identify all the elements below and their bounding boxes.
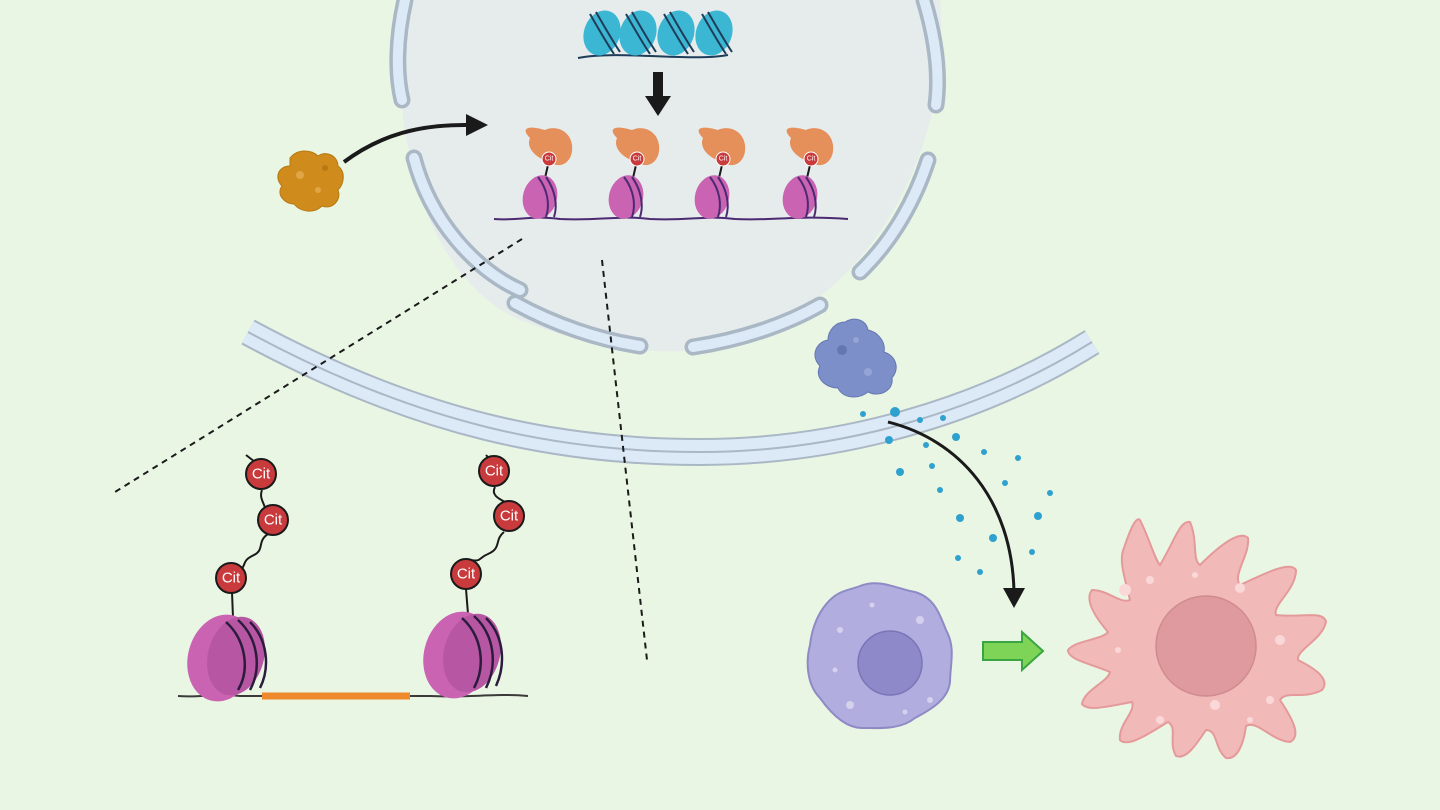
citrulline-marker bbox=[245, 458, 277, 490]
condensed-nucleosome bbox=[583, 10, 621, 56]
pad4-enzyme bbox=[698, 127, 746, 166]
activated-cell bbox=[1066, 518, 1328, 760]
citrulline-label: Cit bbox=[457, 566, 476, 583]
nucleus-interior bbox=[398, 0, 942, 352]
condensed-nucleosome bbox=[695, 10, 733, 56]
citrulline-marker-small bbox=[715, 151, 731, 167]
protein-blob-icon bbox=[277, 150, 344, 212]
pad4-enzyme bbox=[525, 127, 573, 166]
resting-cell bbox=[806, 582, 953, 730]
enzyme-nucleosome-unit: Cit bbox=[608, 127, 660, 219]
signal-arrow bbox=[887, 420, 1016, 593]
released-particles bbox=[860, 407, 1053, 575]
citrulline-label: Cit bbox=[264, 512, 283, 529]
pad4-enzyme bbox=[786, 127, 834, 166]
citrulline-label-small: Cit bbox=[807, 156, 816, 163]
zoomed-nucleosome-left: Cit Cit Cit bbox=[187, 454, 289, 702]
citrulline-label: Cit bbox=[222, 570, 241, 587]
citrulline-label-small: Cit bbox=[545, 156, 554, 163]
entering-protein bbox=[277, 150, 344, 212]
zoomed-nucleosome-right: Cit Cit Cit bbox=[423, 454, 525, 699]
condensed-nucleosome bbox=[619, 10, 657, 56]
citrulline-label-small: Cit bbox=[719, 156, 728, 163]
citrulline-label-small: Cit bbox=[633, 156, 642, 163]
import-arrow-head bbox=[466, 114, 488, 136]
green-arrow-icon bbox=[982, 629, 1045, 673]
condensed-chromatin bbox=[577, 10, 733, 59]
enzyme-nucleosome-unit: Cit bbox=[694, 127, 746, 219]
enzyme-nucleosome-unit: Cit bbox=[782, 127, 834, 219]
citrulline-label: Cit bbox=[485, 463, 504, 480]
citrulline-marker bbox=[215, 562, 247, 594]
pad4-enzyme bbox=[612, 127, 660, 166]
citrulline-marker bbox=[478, 455, 510, 487]
nuclear-envelope bbox=[389, 0, 946, 356]
citrulline-marker bbox=[450, 558, 482, 590]
zoom-line-left bbox=[114, 238, 523, 493]
citrulline-marker-small bbox=[629, 151, 645, 167]
decondensation-arrow bbox=[645, 72, 671, 116]
citrulline-marker bbox=[493, 500, 525, 532]
zoom-line-right bbox=[601, 259, 648, 661]
zoomed-chromatin: Cit Cit Cit Cit Cit Cit bbox=[177, 454, 529, 702]
nucleus bbox=[389, 0, 946, 356]
cell-membrane bbox=[241, 319, 1100, 467]
decondensed-chromatin: Cit Cit Cit Cit bbox=[493, 127, 849, 221]
enzyme-nucleosome-unit: Cit bbox=[522, 127, 573, 219]
citrulline-marker-small bbox=[541, 151, 557, 167]
citrulline-marker bbox=[257, 504, 289, 536]
protein-blob-icon bbox=[814, 318, 897, 398]
signal-arrow-head bbox=[1003, 588, 1025, 608]
released-protein bbox=[814, 318, 897, 398]
citrulline-label: Cit bbox=[252, 466, 271, 483]
condensed-nucleosome bbox=[657, 10, 695, 56]
citrulline-label: Cit bbox=[500, 508, 519, 525]
import-arrow bbox=[342, 122, 471, 164]
citrulline-marker-small bbox=[803, 151, 819, 167]
